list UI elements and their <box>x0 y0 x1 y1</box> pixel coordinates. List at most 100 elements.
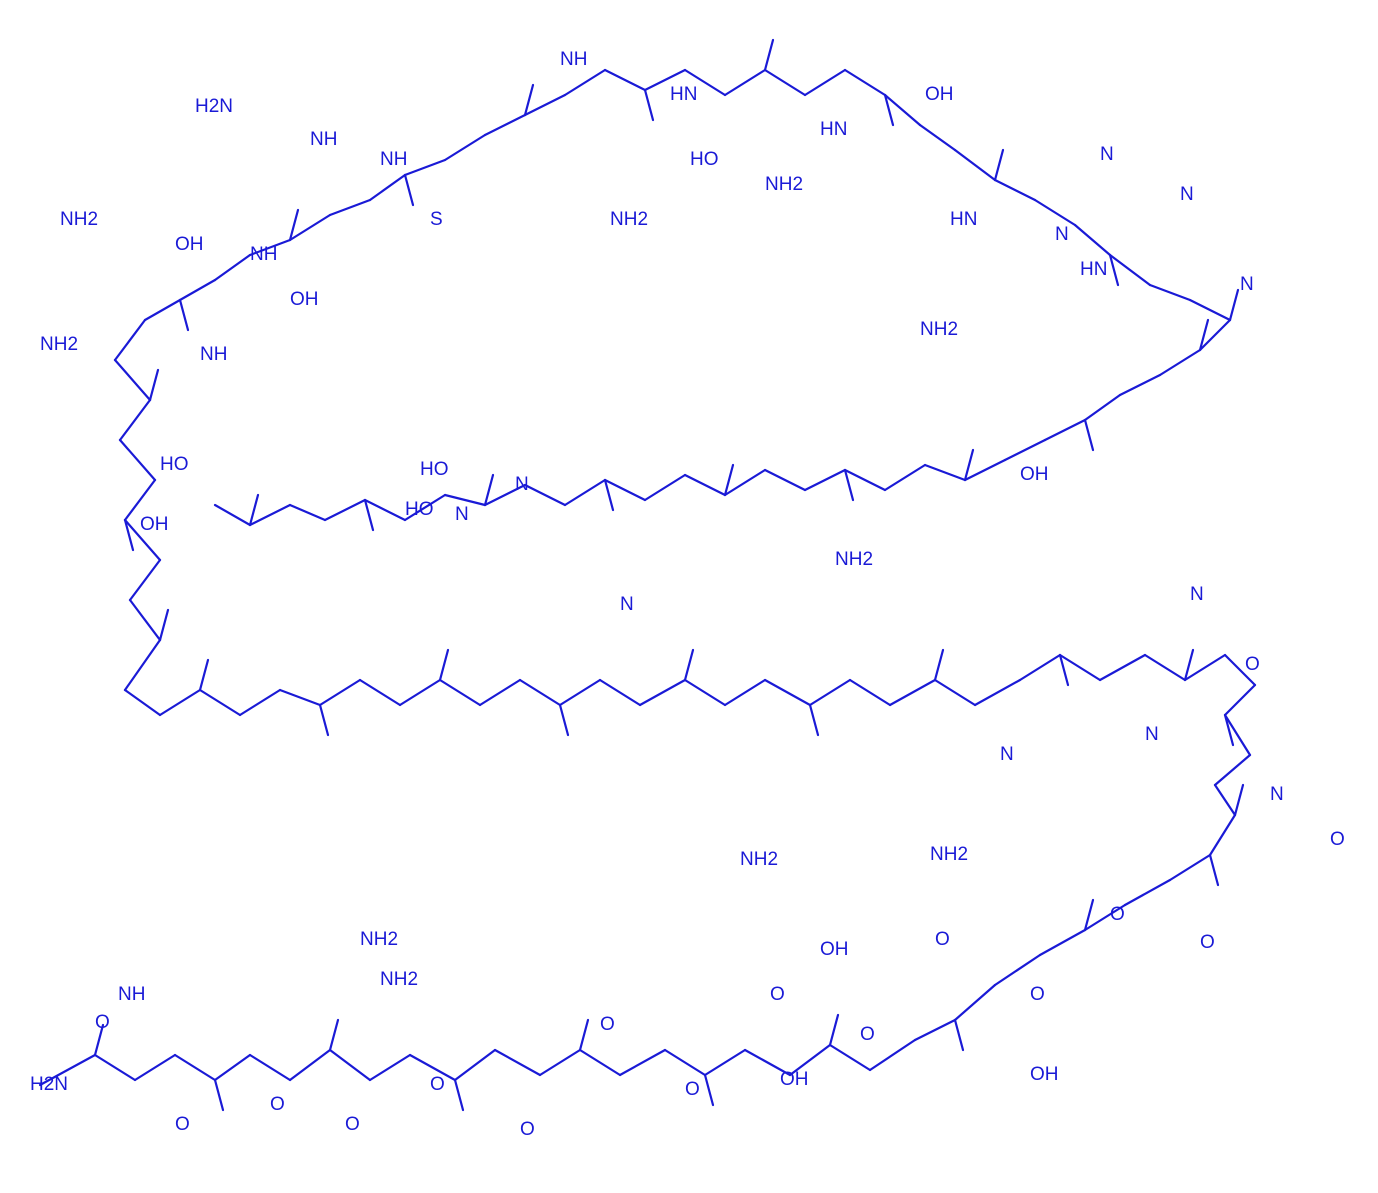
atom-label-19: O <box>520 1119 535 1140</box>
bond-96 <box>1148 283 1192 302</box>
bond-93 <box>1033 198 1077 227</box>
bond-32 <box>1223 683 1257 717</box>
bond-118 <box>403 493 447 522</box>
bond-109 <box>763 468 807 492</box>
bond-43 <box>808 678 852 707</box>
atom-label-50: HO <box>690 149 719 170</box>
bond-157 <box>1228 288 1240 322</box>
bond-16 <box>703 1048 747 1077</box>
atom-label-22: O <box>770 984 785 1005</box>
bond-90 <box>918 123 957 152</box>
bond-87 <box>803 68 847 97</box>
atom-label-15: O <box>175 1114 190 1135</box>
atom-label-37: NH2 <box>930 844 968 865</box>
bond-122 <box>248 503 292 527</box>
bond-76 <box>368 173 407 202</box>
atom-label-13: HN <box>1080 259 1107 280</box>
bond-135 <box>1223 713 1235 747</box>
atom-label-53: N <box>1240 274 1254 295</box>
bond-83 <box>643 68 687 92</box>
bond-105 <box>923 463 967 482</box>
bond-50 <box>518 678 562 707</box>
atom-label-48: HO <box>405 499 434 520</box>
bond-74 <box>288 213 332 242</box>
bond-164 <box>483 473 495 507</box>
bond-30 <box>1213 753 1252 787</box>
bond-123 <box>213 503 252 527</box>
atom-label-16: O <box>270 1094 285 1115</box>
atom-label-5: NH <box>200 344 227 365</box>
bond-141 <box>558 703 570 737</box>
bond-139 <box>808 703 820 737</box>
bond-127 <box>453 1078 465 1112</box>
atom-label-59: N <box>1190 584 1204 605</box>
bond-116 <box>483 483 527 507</box>
atom-label-layer: H2NH2NHOOHNHNHNHNHNHNHHNHNHNHNOOOOOOOOOO… <box>30 49 1345 1140</box>
bond-66 <box>118 438 157 482</box>
bond-134 <box>1233 783 1245 817</box>
bond-51 <box>478 678 522 707</box>
atom-label-20: O <box>600 1014 615 1035</box>
bond-143 <box>318 703 330 737</box>
bond-12 <box>538 1048 582 1077</box>
atom-label-26: O <box>1110 904 1125 925</box>
atom-label-43: OH <box>820 939 849 960</box>
atom-label-55: N <box>1145 724 1159 745</box>
bond-68 <box>113 358 152 402</box>
bond-149 <box>288 208 300 242</box>
bond-148 <box>178 298 190 332</box>
bond-54 <box>358 678 402 707</box>
bond-37 <box>1058 653 1102 682</box>
bond-124 <box>93 1023 105 1057</box>
bond-9 <box>408 1053 457 1082</box>
bond-62 <box>128 598 162 642</box>
bond-91 <box>953 148 997 182</box>
bond-145 <box>158 608 170 642</box>
atom-label-32: NH2 <box>610 209 648 230</box>
atom-label-2: HO <box>420 459 449 480</box>
atom-label-52: N <box>1100 144 1114 165</box>
bond-160 <box>963 448 975 482</box>
bond-77 <box>403 158 447 177</box>
bond-156 <box>1108 253 1120 287</box>
atom-label-30: NH2 <box>60 209 98 230</box>
bond-125 <box>213 1078 225 1112</box>
atom-label-54: N <box>1270 784 1284 805</box>
bond-103 <box>1003 438 1047 462</box>
atom-label-47: OH <box>925 84 954 105</box>
bond-11 <box>493 1048 542 1077</box>
bond-49 <box>558 678 602 707</box>
bond-81 <box>563 68 607 97</box>
bond-161 <box>843 468 855 502</box>
atom-label-0: H2N <box>30 1074 68 1095</box>
bond-26 <box>1123 878 1172 907</box>
bond-153 <box>763 38 775 72</box>
atom-label-9: NH <box>560 49 587 70</box>
bond-147 <box>148 368 160 402</box>
bond-22 <box>953 983 997 1022</box>
bond-41 <box>888 678 937 707</box>
bond-101 <box>1083 393 1122 422</box>
bond-98 <box>1198 318 1232 352</box>
bond-115 <box>523 483 567 507</box>
bond-158 <box>1198 318 1210 352</box>
bond-14 <box>618 1048 667 1077</box>
atom-label-51: N <box>1180 184 1194 205</box>
bond-15 <box>663 1048 707 1077</box>
bond-47 <box>638 678 687 707</box>
atom-label-27: O <box>1200 932 1215 953</box>
bond-31 <box>1223 713 1252 757</box>
bond-44 <box>763 678 812 707</box>
atom-label-34: NH2 <box>920 319 958 340</box>
bond-45 <box>723 678 767 707</box>
atom-label-61: N <box>455 504 469 525</box>
bond-106 <box>883 463 927 492</box>
bond-2 <box>133 1053 177 1082</box>
atom-label-24: O <box>935 929 950 950</box>
atom-label-44: OH <box>140 514 169 535</box>
bond-104 <box>963 458 1007 482</box>
bond-85 <box>723 68 767 97</box>
atom-label-38: NH2 <box>360 929 398 950</box>
bond-40 <box>933 678 977 707</box>
